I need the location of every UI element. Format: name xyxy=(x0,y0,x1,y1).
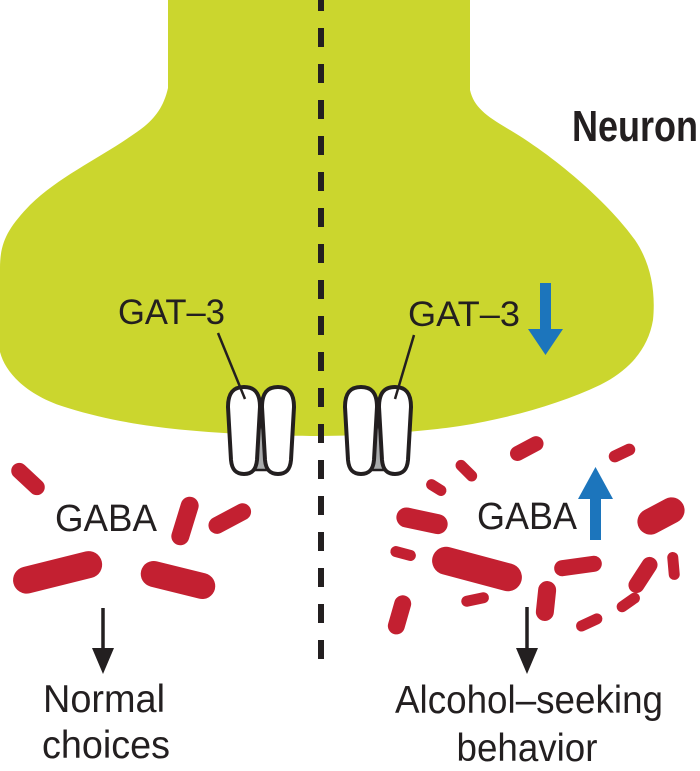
gaba-molecule xyxy=(171,496,199,546)
gat3-label-left: GAT–3 xyxy=(118,293,225,332)
outcome-arrow-left xyxy=(92,608,114,674)
outcome-arrow-right xyxy=(516,607,538,674)
gaba-molecule xyxy=(426,479,447,496)
gaba-molecules-left xyxy=(11,462,252,600)
gaba-molecule xyxy=(13,551,103,594)
gat3-pointer-line-right xyxy=(393,334,416,400)
outcome-left-line2: choices xyxy=(42,724,170,767)
gaba-label-right: GABA xyxy=(477,496,578,538)
gaba-molecule xyxy=(509,436,544,461)
neuron-label: Neuron xyxy=(572,102,698,151)
neuron-body xyxy=(0,0,654,436)
gaba-molecule xyxy=(387,595,412,635)
outcome-right-line2: behavior xyxy=(457,727,598,770)
gaba-molecule xyxy=(432,546,522,592)
gaba-molecule xyxy=(455,459,478,482)
gaba-molecule xyxy=(616,592,640,613)
gaba-molecule xyxy=(667,551,680,580)
transporter-lobe xyxy=(260,385,296,476)
gaba-molecule xyxy=(576,613,603,632)
gaba-molecule xyxy=(140,560,216,600)
transporter-lobe xyxy=(377,385,413,476)
transporter-lobe xyxy=(226,385,262,476)
gaba-molecule xyxy=(396,507,448,535)
gaba-molecule xyxy=(535,581,557,621)
gat3-label-right: GAT–3 xyxy=(408,295,520,334)
gaba-increase-arrow xyxy=(578,467,613,540)
gaba-molecule xyxy=(390,546,416,561)
gaba-molecule xyxy=(554,555,602,577)
gaba-molecule xyxy=(637,497,685,535)
gaba-molecule xyxy=(11,462,45,496)
gaba-molecule xyxy=(608,443,636,463)
gaba-molecule xyxy=(461,592,489,607)
outcome-left-line1: Normal xyxy=(43,678,165,721)
gaba-label-left: GABA xyxy=(55,498,158,540)
outcome-right-line1: Alcohol–seeking xyxy=(395,679,663,722)
gaba-molecule xyxy=(628,556,658,594)
gat3-pointer-line-left xyxy=(216,332,247,400)
transporter-lobe xyxy=(343,385,379,476)
gaba-molecule xyxy=(208,503,252,534)
gat3-transporter-left xyxy=(226,385,296,476)
gaba-molecules-right xyxy=(387,436,685,635)
gat3-decrease-arrow xyxy=(528,283,563,355)
gat3-transporter-right xyxy=(343,385,413,476)
